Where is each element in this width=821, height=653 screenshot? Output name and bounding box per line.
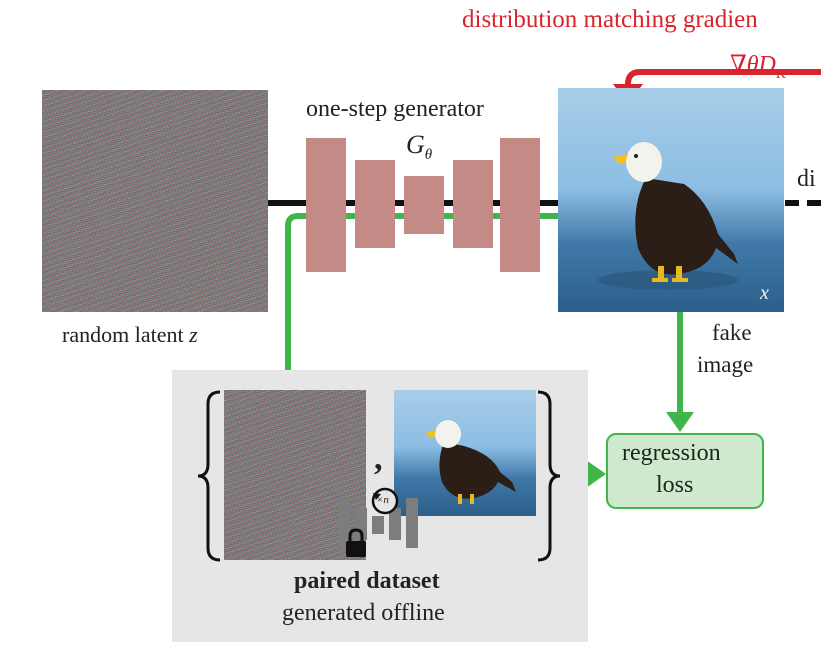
gradient-symbol-subscript: K — [775, 66, 787, 82]
regression-loss-line-2: loss — [656, 472, 694, 498]
generator-block-4 — [453, 160, 493, 248]
repeat-label: ×n — [376, 494, 389, 506]
generator-block-3 — [404, 176, 444, 234]
gradient-symbol: ∇θDK — [730, 50, 786, 83]
random-latent-var: z — [189, 322, 198, 347]
generator-symbol-main: G — [406, 130, 425, 159]
random-latent-image — [42, 90, 268, 312]
frozen-model-block-3 — [372, 516, 384, 534]
regression-loss-box — [606, 433, 764, 509]
generator-block-1 — [306, 138, 346, 272]
eagle-illustration — [598, 142, 738, 290]
fake-image — [558, 88, 784, 312]
random-latent-text: random latent — [62, 322, 190, 347]
frozen-model-block-4 — [389, 508, 401, 540]
gradient-symbol-main: ∇θD — [730, 52, 776, 78]
generator-symbol-subscript: θ — [424, 147, 433, 164]
generator-block-5 — [500, 138, 540, 272]
generator-symbol: Gθ — [406, 130, 432, 164]
generator-title: one-step generator — [306, 96, 484, 122]
fake-image-label-2: image — [697, 352, 754, 377]
random-latent-label: random latent z — [62, 322, 198, 348]
paired-dataset-subtitle: generated offline — [282, 600, 445, 626]
paired-dataset-title: paired dataset — [294, 568, 440, 594]
frozen-model-block-1 — [338, 498, 350, 548]
frozen-model-block-2 — [355, 508, 367, 540]
distribution-matching-label: distribution matching gradien — [462, 6, 758, 33]
regression-loss-line-1: regression — [622, 440, 721, 466]
repeat-loop-icon — [371, 487, 399, 515]
right-cut-label: di — [797, 166, 816, 192]
lock-icon — [346, 528, 366, 557]
fake-image-label-1: fake — [712, 320, 752, 345]
dataset-eagle-image — [394, 390, 536, 516]
frozen-model-block-5 — [406, 498, 418, 548]
dataset-comma: , — [374, 440, 383, 477]
dataset-eagle-illustration — [426, 420, 516, 504]
generator-block-2 — [355, 160, 395, 248]
image-var: x — [760, 282, 769, 304]
